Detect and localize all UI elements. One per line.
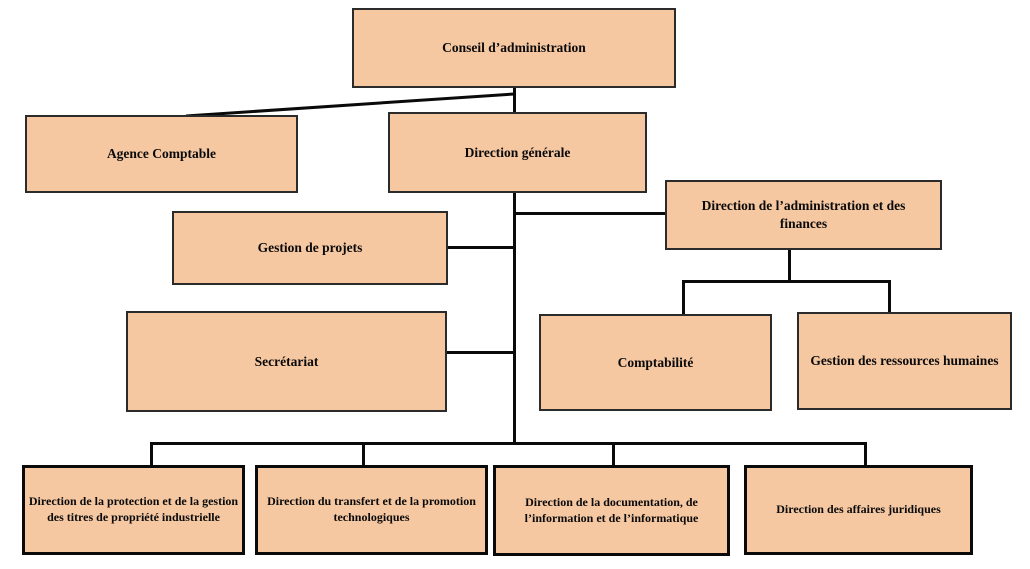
connector-bus-direction-documentation-information bbox=[612, 442, 615, 467]
node-comptabilite: Comptabilité bbox=[539, 314, 772, 411]
node-label: Direction de l’administration et des fin… bbox=[701, 198, 906, 231]
node-label: Direction de la protection et de la gest… bbox=[28, 494, 239, 524]
node-direction-documentation-information: Direction de la documentation, de l’info… bbox=[493, 465, 730, 556]
connector-direction-generale-trunk bbox=[513, 191, 516, 445]
connector-daf-stem bbox=[788, 248, 791, 283]
connector-bus-gestion-ressources-humaines bbox=[888, 280, 891, 314]
node-label: Direction de la documentation, de l’info… bbox=[524, 494, 699, 525]
node-direction-affaires-juridiques: Direction des affaires juridiques bbox=[744, 465, 973, 555]
node-secretariat: Secrétariat bbox=[126, 311, 447, 412]
node-direction-generale: Direction générale bbox=[388, 112, 647, 193]
node-conseil-administration: Conseil d’administration bbox=[352, 8, 676, 88]
node-label: Agence Comptable bbox=[106, 146, 217, 162]
node-agence-comptable: Agence Comptable bbox=[25, 115, 298, 193]
connector-bus-comptabilite bbox=[682, 280, 685, 316]
node-label: Secrétariat bbox=[254, 353, 319, 369]
node-label: Gestion de projets bbox=[257, 240, 363, 256]
node-label: Direction générale bbox=[464, 144, 571, 160]
connector-trunk-secretariat bbox=[444, 351, 516, 354]
node-direction-transfert-promotion: Direction du transfert et de la promotio… bbox=[255, 465, 488, 555]
connector-conseil-direction-generale bbox=[513, 86, 516, 114]
connector-bus-direction-affaires-juridiques bbox=[864, 442, 867, 467]
node-label: Direction du transfert et de la promotio… bbox=[267, 494, 476, 524]
connector-daf-children-bus bbox=[682, 280, 891, 283]
connector-bottom-directions-bus bbox=[150, 442, 867, 445]
node-direction-administration-finances: Direction de l’administration et des fin… bbox=[665, 180, 942, 250]
node-label: Comptabilité bbox=[617, 354, 694, 370]
node-label: Direction des affaires juridiques bbox=[776, 502, 941, 517]
node-gestion-projets: Gestion de projets bbox=[172, 211, 448, 285]
node-gestion-ressources-humaines: Gestion des ressources humaines bbox=[797, 312, 1012, 410]
node-direction-protection-titres: Direction de la protection et de la gest… bbox=[22, 465, 245, 555]
node-label: Conseil d’administration bbox=[442, 40, 586, 56]
connector-bus-direction-transfert-promotion bbox=[362, 442, 365, 467]
connector-trunk-gestion-projets bbox=[446, 246, 516, 249]
connector-bus-direction-protection-titres bbox=[150, 442, 153, 467]
node-label: Gestion des ressources humaines bbox=[810, 353, 999, 369]
connector-trunk-direction-administration-finances bbox=[514, 212, 666, 215]
